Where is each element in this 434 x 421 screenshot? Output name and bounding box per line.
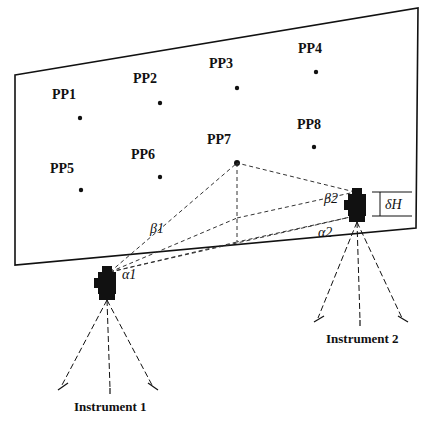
instrument-label: Instrument 2 xyxy=(326,332,399,345)
instrument-symbol xyxy=(314,188,408,326)
point-label: PP6 xyxy=(131,148,155,162)
point-label: PP3 xyxy=(209,57,233,71)
instrument-symbol xyxy=(58,266,158,394)
target-dots xyxy=(78,70,318,192)
angle-label: α1 xyxy=(122,268,136,282)
point-label: PP7 xyxy=(207,133,231,147)
height-label: δH xyxy=(385,198,402,212)
angle-label: β1 xyxy=(150,222,164,236)
sight-lines xyxy=(110,163,355,272)
point-label: PP4 xyxy=(298,42,322,56)
instrument-label: Instrument 1 xyxy=(74,400,147,413)
angle-label: β2 xyxy=(324,192,338,206)
angle-label: α2 xyxy=(318,226,332,240)
point-label: PP5 xyxy=(50,162,74,176)
point-label: PP8 xyxy=(297,118,321,132)
delta-h-bracket xyxy=(372,192,412,216)
point-label: PP2 xyxy=(133,72,157,86)
point-label: PP1 xyxy=(52,88,76,102)
